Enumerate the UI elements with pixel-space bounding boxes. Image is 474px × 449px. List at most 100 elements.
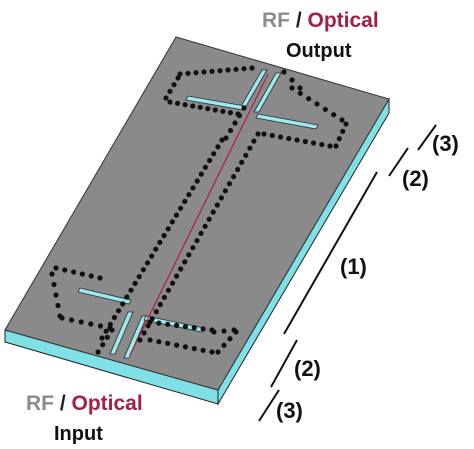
via-hole (214, 202, 220, 208)
via-hole (289, 85, 295, 91)
via-hole (161, 233, 167, 239)
via-hole (171, 82, 177, 88)
via-hole (53, 292, 59, 298)
via-hole (343, 121, 349, 127)
output-sep: / (290, 9, 308, 32)
via-hole (221, 342, 227, 348)
via-hole (319, 141, 325, 148)
via-hole (217, 68, 223, 74)
via-hole (99, 335, 105, 341)
via-hole (175, 100, 181, 106)
via-hole (221, 328, 227, 334)
via-hole (71, 269, 77, 275)
via-hole (277, 134, 284, 140)
via-hole (209, 68, 215, 74)
output-rf-text: RF (262, 9, 290, 32)
section-2-bottom-label: (2) (294, 356, 321, 381)
via-hole (247, 145, 253, 151)
via-hole (107, 321, 113, 327)
via-hole (227, 110, 233, 116)
via-hole (289, 77, 295, 83)
via-hole (59, 315, 65, 321)
substrate-top-face (4, 36, 390, 391)
input-optical-text: Optical (71, 392, 143, 415)
via-hole (236, 112, 243, 119)
via-hole (205, 106, 211, 112)
via-hole (191, 346, 197, 352)
via-hole (200, 326, 206, 332)
via-hole (165, 226, 171, 232)
via-hole (175, 75, 181, 81)
optical-waveguide (129, 73, 269, 356)
via-hole (327, 143, 333, 149)
via-hole (198, 230, 204, 236)
via-hole (212, 107, 218, 113)
via-hole (251, 138, 257, 144)
via-hole (202, 164, 208, 170)
via-hole (191, 325, 197, 331)
input-label-line1: RF / Optical (26, 393, 143, 414)
via-hole (182, 324, 188, 330)
via-hole (157, 239, 163, 245)
via-hole (174, 273, 180, 279)
via-hole (178, 205, 184, 211)
via-hole (243, 152, 249, 158)
via-hole (186, 192, 192, 198)
via-hole (165, 287, 172, 293)
via-hole (182, 198, 188, 204)
via-hole (149, 253, 155, 259)
via-hole (186, 252, 192, 258)
via-hole (169, 219, 175, 225)
section-3-top-label: (3) (432, 131, 459, 156)
input-sep: / (54, 392, 72, 415)
via-hole (167, 99, 173, 105)
via-hole (97, 275, 103, 281)
via-hole (255, 131, 261, 137)
via-hole (227, 336, 233, 342)
via-hole (140, 267, 146, 273)
via-hole (333, 143, 339, 149)
via-hole (211, 329, 217, 335)
via-hole (261, 131, 267, 137)
via-hole (182, 344, 188, 350)
via-hole (141, 330, 147, 336)
input-rf-text: RF (26, 392, 54, 415)
input-label: Input (54, 423, 103, 445)
via-hole (49, 271, 55, 277)
via-hole (137, 337, 143, 343)
via-hole (197, 104, 203, 110)
via-hole (297, 90, 303, 96)
via-hole (161, 294, 167, 300)
via-hole (97, 323, 103, 329)
via-hole (100, 342, 106, 348)
via-hole (173, 212, 180, 218)
via-hole (88, 273, 94, 279)
via-hole (294, 137, 300, 143)
via-hole (120, 301, 126, 307)
via-hole (336, 136, 342, 142)
via-hole (322, 106, 328, 112)
via-hole (128, 287, 134, 293)
via-hole (201, 69, 207, 75)
via-hole (231, 174, 237, 180)
via-hole (190, 185, 196, 191)
via-hole (222, 188, 228, 194)
via-hole (193, 70, 199, 76)
via-hole (170, 280, 176, 286)
output-label: Output (286, 40, 352, 62)
via-hole (227, 127, 234, 134)
via-hole (147, 319, 153, 325)
via-hole (233, 66, 239, 72)
via-hole (310, 140, 317, 146)
via-hole (194, 178, 200, 184)
via-hole (53, 265, 59, 271)
via-hole (156, 320, 162, 326)
via-hole (233, 329, 239, 335)
via-hole (215, 144, 221, 150)
via-hole (79, 271, 85, 277)
via-hole (209, 349, 215, 355)
via-hole (165, 340, 171, 346)
via-hole (153, 246, 159, 252)
via-hole (116, 308, 122, 314)
